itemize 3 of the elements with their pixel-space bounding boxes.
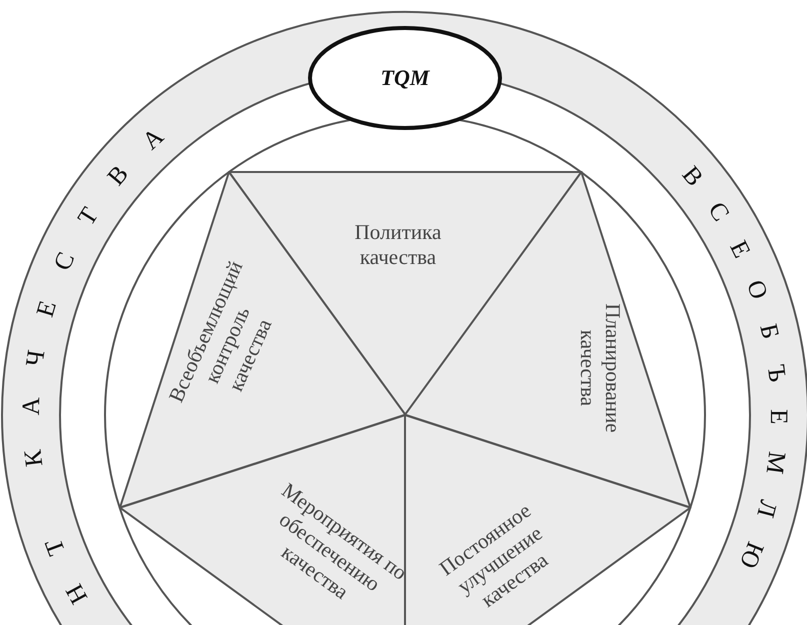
sector-label: Политика качества	[354, 220, 442, 270]
ellipse-title: TQM	[380, 65, 431, 90]
sector-label: Планирование качества	[575, 302, 625, 435]
